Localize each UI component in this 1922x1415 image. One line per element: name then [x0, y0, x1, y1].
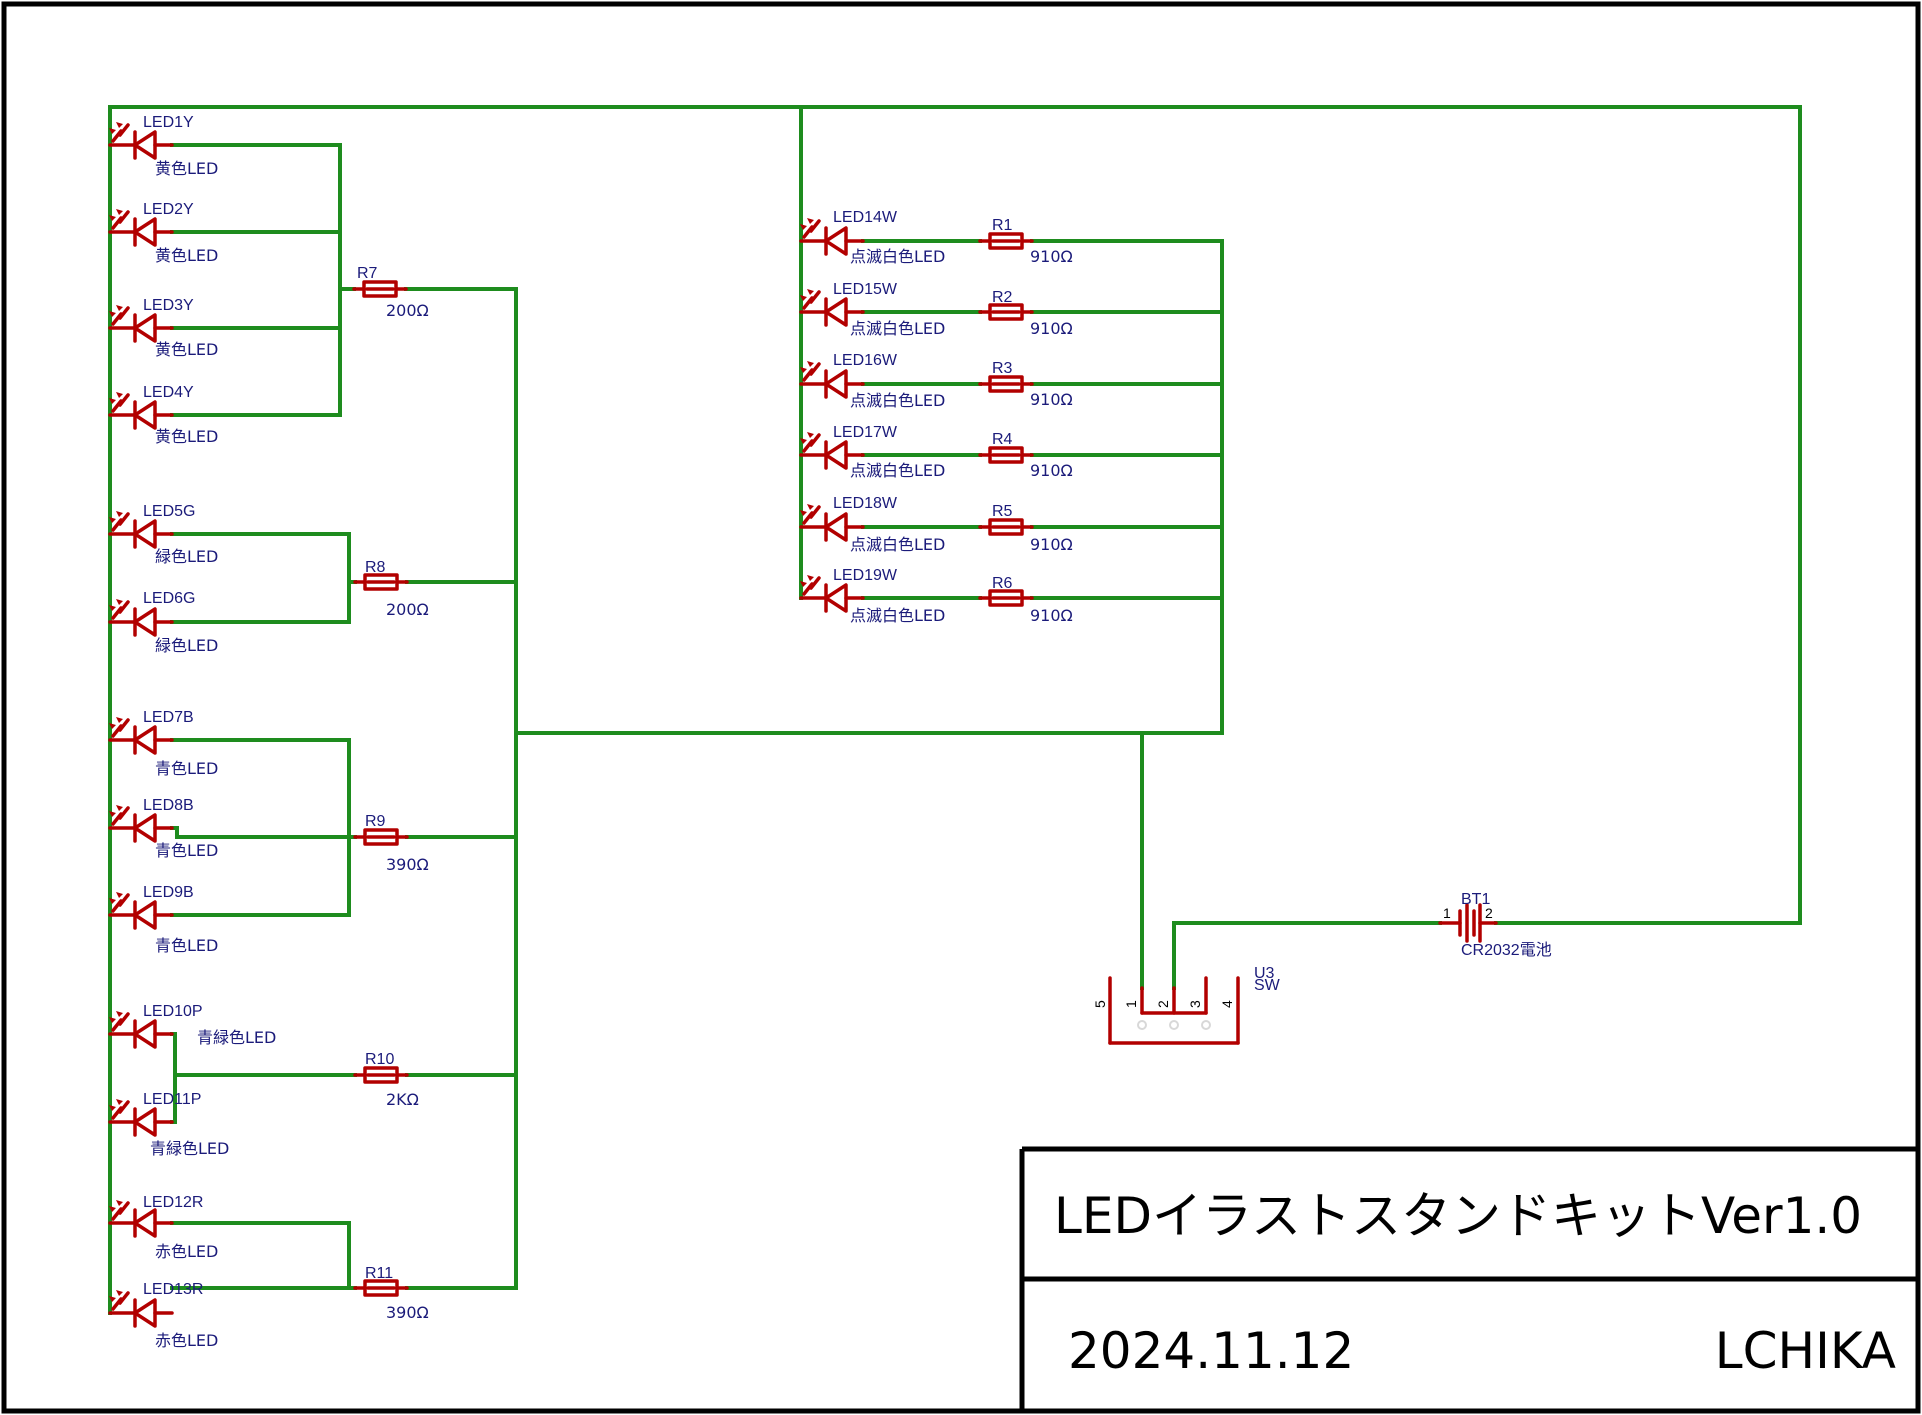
r7-value: 200Ω: [386, 301, 429, 320]
led16w-ref: LED16W: [833, 352, 898, 369]
r5-value: 910Ω: [1030, 535, 1073, 554]
led1y-ref: LED1Y: [143, 114, 194, 131]
led18w-value: 点滅白色LED: [850, 535, 945, 554]
u3-pin5: 5: [1092, 1000, 1108, 1008]
r11-ref: R11: [365, 1265, 393, 1282]
led7b-ref: LED7B: [143, 709, 194, 726]
r5-ref: R5: [992, 503, 1013, 520]
led5g-ref: LED5G: [143, 503, 195, 520]
r11-value: 390Ω: [386, 1303, 429, 1322]
led14w-ref: LED14W: [833, 209, 898, 226]
r10-ref: R10: [365, 1051, 394, 1068]
title-text: LEDイラストスタンドキットVer1.0: [1054, 1187, 1862, 1245]
bt1-ref: BT1: [1461, 891, 1490, 908]
led11p-value: 青緑色LED: [150, 1139, 229, 1158]
r3-ref: R3: [992, 360, 1013, 377]
led17w-ref: LED17W: [833, 424, 898, 441]
led7b-value: 青色LED: [155, 759, 218, 778]
r2-value: 910Ω: [1030, 319, 1073, 338]
led15w-ref: LED15W: [833, 281, 898, 298]
led14w-value: 点滅白色LED: [850, 247, 945, 266]
blink-channels: LED14W 点滅白色LED R1 910Ω LED15W 点滅白色LED R2…: [798, 209, 1073, 625]
title-block: LEDイラストスタンドキットVer1.0 2024.11.12 LCHIKA: [1019, 1146, 1918, 1411]
led15w-value: 点滅白色LED: [850, 319, 945, 338]
r3-value: 910Ω: [1030, 390, 1073, 409]
led10p-value: 青緑色LED: [197, 1028, 276, 1047]
led13r-ref: LED13R: [143, 1281, 203, 1298]
date-text: 2024.11.12: [1068, 1322, 1354, 1380]
led11p-ref: LED11P: [143, 1091, 201, 1108]
r7-ref: R7: [357, 265, 378, 282]
led6g-ref: LED6G: [143, 590, 195, 607]
r9-ref: R9: [365, 813, 386, 830]
led19w-ref: LED19W: [833, 567, 898, 584]
u3-value: SW: [1254, 977, 1281, 994]
led2y-value: 黄色LED: [155, 246, 218, 265]
u3-pin3: 3: [1187, 1000, 1203, 1008]
r6-ref: R6: [992, 575, 1013, 592]
u3-pin4: 4: [1219, 1000, 1235, 1008]
led2y-ref: LED2Y: [143, 201, 194, 218]
led12r-value: 赤色LED: [155, 1242, 218, 1261]
r9-value: 390Ω: [386, 855, 429, 874]
bt1-pin1: 1: [1443, 905, 1451, 921]
author-text: LCHIKA: [1715, 1322, 1896, 1380]
led9b-ref: LED9B: [143, 884, 194, 901]
bt1-value: CR2032電池: [1461, 941, 1552, 959]
bt1-pin2: 2: [1485, 905, 1493, 921]
led16w-value: 点滅白色LED: [850, 391, 945, 410]
led8b-ref: LED8B: [143, 797, 194, 814]
wires: [108, 105, 1802, 1315]
led4y-ref: LED4Y: [143, 384, 194, 401]
led19w-value: 点滅白色LED: [850, 606, 945, 625]
led9b-value: 青色LED: [155, 936, 218, 955]
r1-value: 910Ω: [1030, 247, 1073, 266]
led10p-ref: LED10P: [143, 1003, 203, 1020]
u3-ref: U3: [1254, 965, 1275, 982]
r8-value: 200Ω: [386, 600, 429, 619]
battery-bt1: BT1 1 2 CR2032電池: [1438, 891, 1552, 959]
led-labels-left: LED1Y 黄色LED LED2Y 黄色LED LED3Y 黄色LED LED4…: [143, 114, 276, 1350]
led4y-value: 黄色LED: [155, 427, 218, 446]
led8b-value: 青色LED: [155, 841, 218, 860]
led5g-value: 緑色LED: [155, 547, 218, 566]
led18w-ref: LED18W: [833, 495, 898, 512]
led3y-ref: LED3Y: [143, 297, 194, 314]
r1-ref: R1: [992, 217, 1013, 234]
led3y-value: 黄色LED: [155, 340, 218, 359]
resistors-left: R7 200Ω R8 200Ω R9 390Ω R10 2KΩ R11 390Ω: [352, 265, 429, 1322]
r6-value: 910Ω: [1030, 606, 1073, 625]
led1y-value: 黄色LED: [155, 159, 218, 178]
led12r-ref: LED12R: [143, 1194, 203, 1211]
r2-ref: R2: [992, 289, 1013, 306]
led13r-value: 赤色LED: [155, 1331, 218, 1350]
r4-ref: R4: [992, 431, 1013, 448]
u3-pin2: 2: [1155, 1000, 1171, 1008]
switch-u3: U3 SW 1 2 3 4 5: [1092, 965, 1281, 1045]
r4-value: 910Ω: [1030, 461, 1073, 480]
r8-ref: R8: [365, 559, 386, 576]
led17w-value: 点滅白色LED: [850, 461, 945, 480]
led6g-value: 緑色LED: [155, 636, 218, 655]
u3-pin1: 1: [1123, 1000, 1139, 1008]
r10-value: 2KΩ: [386, 1090, 419, 1109]
